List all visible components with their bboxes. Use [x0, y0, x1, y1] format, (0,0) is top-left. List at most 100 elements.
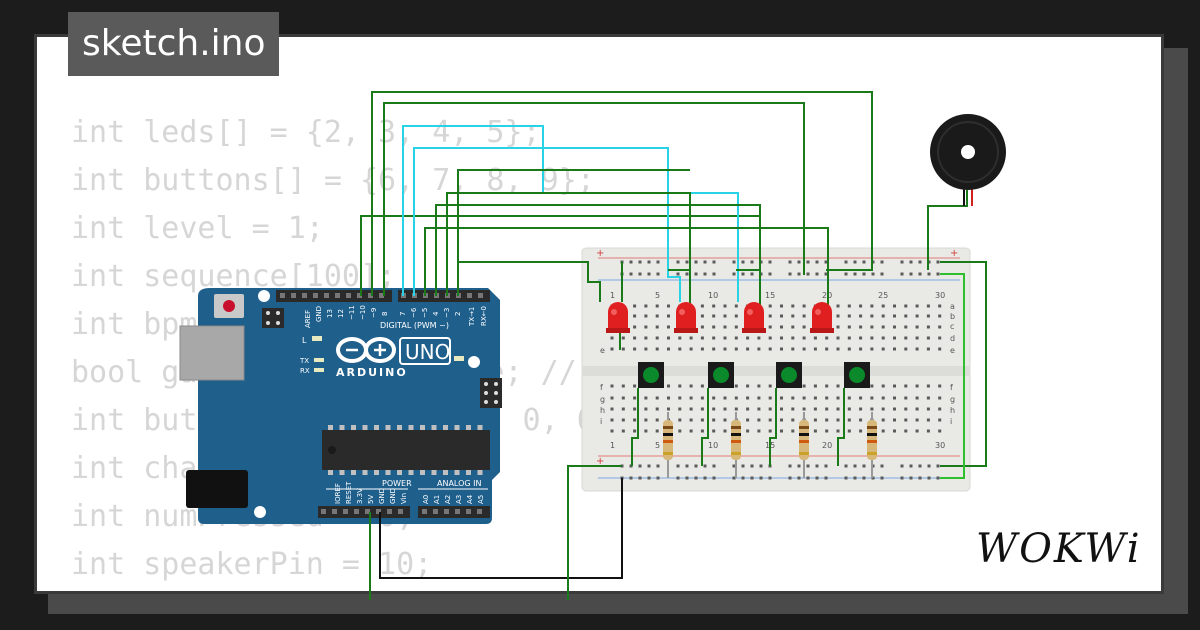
row-label: f	[950, 383, 953, 392]
row-label: b	[950, 312, 955, 321]
pushbutton[interactable]	[708, 362, 734, 388]
column-label: 1	[610, 291, 615, 300]
column-label: 30	[935, 291, 945, 300]
wires[interactable]	[360, 91, 987, 600]
red-led[interactable]	[606, 302, 630, 333]
column-label: 10	[708, 291, 718, 300]
row-label: g	[950, 395, 955, 404]
breadboard-holes	[610, 260, 942, 480]
pushbutton-group[interactable]	[638, 362, 870, 388]
wire[interactable]	[435, 204, 761, 296]
wire[interactable]	[371, 91, 873, 296]
resistor-group[interactable]	[663, 412, 877, 478]
pin-label: ~5	[421, 308, 429, 318]
wire[interactable]	[927, 190, 968, 270]
wire[interactable]	[701, 388, 709, 466]
wire[interactable]	[457, 261, 601, 302]
board-model-label: UNO	[405, 340, 450, 364]
row-label: g	[600, 395, 605, 404]
wire[interactable]	[940, 273, 965, 479]
wire[interactable]	[402, 125, 739, 302]
pushbutton[interactable]	[776, 362, 802, 388]
resistor[interactable]	[799, 412, 809, 478]
power-jack	[186, 470, 248, 508]
buzzer[interactable]	[930, 114, 1006, 206]
resistor[interactable]	[867, 412, 877, 478]
row-label: h	[950, 406, 955, 415]
column-label: 10	[708, 441, 718, 450]
arduino-uno-board[interactable]: AREF GND 13 12 ~11 ~10 ~9 8 7 ~6 ~5 4 ~3…	[179, 288, 502, 524]
column-label: 30	[935, 441, 945, 450]
wire[interactable]	[567, 465, 622, 600]
pin-label: TX→1	[468, 307, 476, 327]
wire[interactable]	[413, 147, 681, 302]
wire[interactable]	[360, 215, 761, 333]
led-group[interactable]	[606, 302, 834, 333]
rail-plus-label: +	[596, 456, 604, 467]
resistor[interactable]	[731, 412, 741, 478]
pin-label: AREF	[304, 310, 312, 328]
column-label: 5	[655, 441, 660, 450]
pin-label: 4	[432, 311, 440, 316]
atmega-chip	[322, 430, 490, 470]
wire[interactable]	[457, 169, 690, 296]
wire[interactable]	[383, 102, 805, 296]
digital-header-low	[398, 290, 490, 302]
wire[interactable]	[769, 388, 777, 466]
rail-plus-label: +	[950, 248, 958, 259]
red-led[interactable]	[674, 302, 698, 333]
pin-label: Vin	[400, 493, 408, 504]
pushbutton[interactable]	[638, 362, 664, 388]
pin-label: ~3	[443, 308, 451, 318]
column-label: 15	[765, 291, 775, 300]
pin-label: GND	[378, 488, 386, 504]
rail-plus-label: +	[596, 248, 604, 259]
file-tab[interactable]: sketch.ino	[68, 12, 280, 76]
wire[interactable]	[446, 192, 691, 333]
row-label: a	[950, 302, 955, 311]
red-led[interactable]	[742, 302, 766, 333]
wire[interactable]	[379, 478, 623, 579]
resistor[interactable]	[663, 412, 673, 478]
pin-label: 12	[337, 309, 345, 318]
analog-header-label: ANALOG IN	[437, 479, 482, 488]
code-line: int speakerPin = 10;	[71, 547, 433, 582]
digital-header-label: DIGITAL (PWM ~)	[380, 321, 449, 330]
red-led[interactable]	[810, 302, 834, 333]
pin-label: A0	[422, 495, 430, 504]
power-header	[318, 506, 410, 518]
wire[interactable]	[837, 388, 845, 466]
pin-label: ~6	[410, 307, 418, 318]
wire[interactable]	[631, 388, 639, 466]
reset-button-cap[interactable]	[223, 300, 235, 312]
l-led-label: L	[302, 336, 307, 345]
pin-label: RESET	[345, 481, 353, 504]
code-line: int level = 1;	[71, 211, 324, 246]
pin-label: GND	[389, 488, 397, 504]
row-label: d	[950, 334, 955, 343]
chip-pins	[328, 425, 483, 475]
pin-label: 7	[399, 312, 407, 316]
pin-label: IOREF	[334, 483, 342, 504]
board-brand-label: ARDUINO	[336, 366, 408, 379]
tx-led-label: TX	[299, 357, 309, 365]
pin-label: ~10	[359, 305, 367, 320]
power-header-label: POWER	[382, 479, 412, 488]
pin-label: RX←0	[480, 306, 488, 326]
pin-label: 5V	[367, 495, 375, 504]
pushbutton[interactable]	[844, 362, 870, 388]
rx-led-label: RX	[300, 367, 310, 375]
bottom-pin-sockets	[321, 509, 482, 514]
pin-label: A5	[477, 495, 485, 504]
row-label: c	[950, 322, 954, 331]
usb-connector	[179, 325, 245, 381]
code-line: int buttons[] = {6, 7, 8, 9};	[71, 163, 595, 198]
row-label: f	[600, 383, 603, 392]
row-label: e	[600, 346, 605, 355]
pin-label: A4	[466, 494, 474, 504]
pin-label: 3.3V	[356, 488, 364, 504]
wire[interactable]	[424, 227, 829, 333]
code-line: int leds[] = {2, 3, 4, 5};	[71, 115, 541, 150]
column-label: 1	[610, 441, 615, 450]
